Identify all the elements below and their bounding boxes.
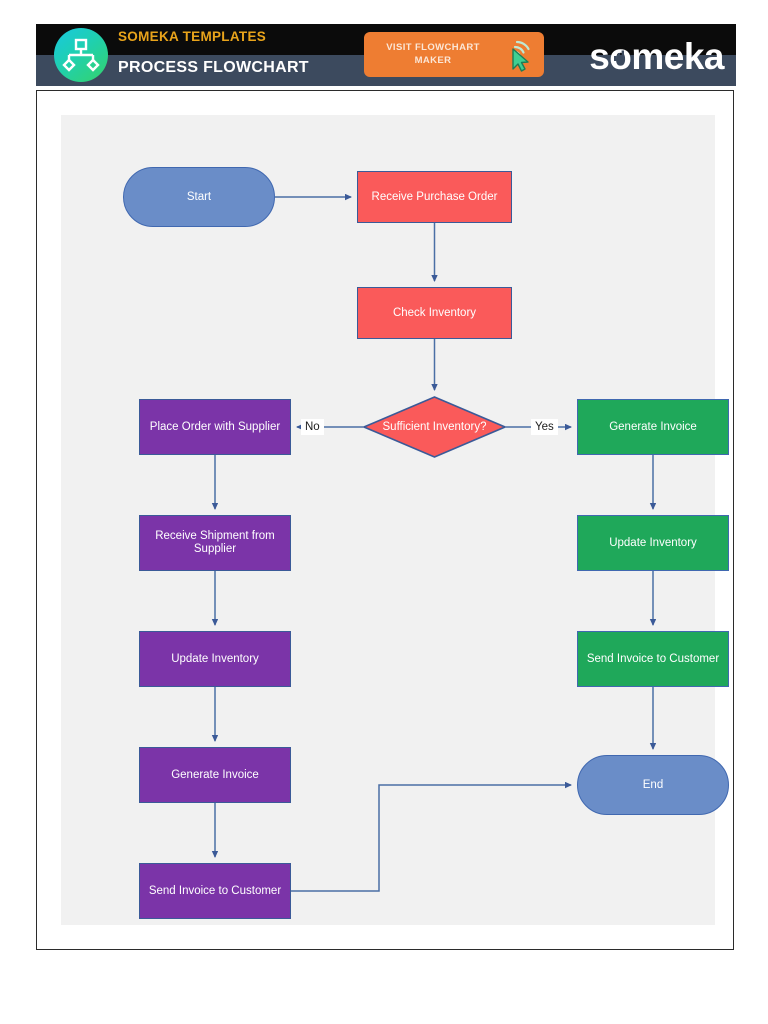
- node-start[interactable]: Start: [123, 167, 275, 227]
- document-page: Start Receive Purchase Order Check Inven…: [36, 90, 734, 950]
- node-generate-invoice-left[interactable]: Generate Invoice: [139, 747, 291, 803]
- node-label: Check Inventory: [392, 306, 477, 319]
- edge-send-inv-left-to-end: [291, 781, 572, 892]
- node-place-order-with-supplier[interactable]: Place Order with Supplier: [139, 399, 291, 455]
- node-send-invoice-to-customer-left[interactable]: Send Invoice to Customer: [139, 863, 291, 919]
- node-receive-purchase-order[interactable]: Receive Purchase Order: [357, 171, 512, 223]
- node-label: Sufficient Inventory?: [382, 420, 487, 433]
- header-kicker: SOMEKA TEMPLATES: [118, 29, 267, 44]
- node-label: End: [642, 778, 664, 791]
- bar-chart-glyph-icon: [614, 50, 625, 61]
- node-receive-shipment-from-supplier[interactable]: Receive Shipment from Supplier: [139, 515, 291, 571]
- diamond-shape: [363, 396, 506, 458]
- flowchart-canvas: Start Receive Purchase Order Check Inven…: [61, 115, 729, 925]
- node-end[interactable]: End: [577, 755, 729, 815]
- page-title: PROCESS FLOWCHART: [118, 59, 309, 76]
- connector-layer: [211, 193, 657, 892]
- brand-text: someka: [589, 35, 724, 77]
- header-banner: SOMEKA TEMPLATES PROCESS FLOWCHART VISIT…: [36, 24, 736, 86]
- node-update-inventory-left[interactable]: Update Inventory: [139, 631, 291, 687]
- node-label: Receive Purchase Order: [371, 190, 498, 203]
- org-chart-icon: [62, 38, 100, 72]
- node-label: Update Inventory: [171, 652, 259, 665]
- node-label: Send Invoice to Customer: [148, 884, 282, 897]
- node-decision-sufficient-inventory[interactable]: Sufficient Inventory?: [363, 396, 506, 458]
- node-label: Start: [186, 190, 212, 203]
- someka-logo: [54, 28, 108, 82]
- click-cursor-icon: [512, 40, 530, 72]
- visit-flowchart-maker-button[interactable]: VISIT FLOWCHART MAKER: [364, 32, 544, 77]
- node-label: Place Order with Supplier: [149, 420, 281, 433]
- edge-label-no: No: [301, 419, 324, 435]
- node-generate-invoice-right[interactable]: Generate Invoice: [577, 399, 729, 455]
- node-label: Update Inventory: [609, 536, 697, 549]
- edge-label-yes: Yes: [531, 419, 558, 435]
- node-send-invoice-to-customer-right[interactable]: Send Invoice to Customer: [577, 631, 729, 687]
- connector-lines: [211, 193, 657, 892]
- node-label: Generate Invoice: [609, 420, 697, 433]
- flowchart-stage: Start Receive Purchase Order Check Inven…: [61, 115, 729, 925]
- node-label: Generate Invoice: [171, 768, 259, 781]
- someka-wordmark: someka: [589, 36, 724, 76]
- cta-label: VISIT FLOWCHART MAKER: [386, 42, 480, 66]
- node-update-inventory-right[interactable]: Update Inventory: [577, 515, 729, 571]
- node-check-inventory[interactable]: Check Inventory: [357, 287, 512, 339]
- node-label: Send Invoice to Customer: [586, 652, 720, 665]
- node-label: Receive Shipment from Supplier: [155, 530, 275, 555]
